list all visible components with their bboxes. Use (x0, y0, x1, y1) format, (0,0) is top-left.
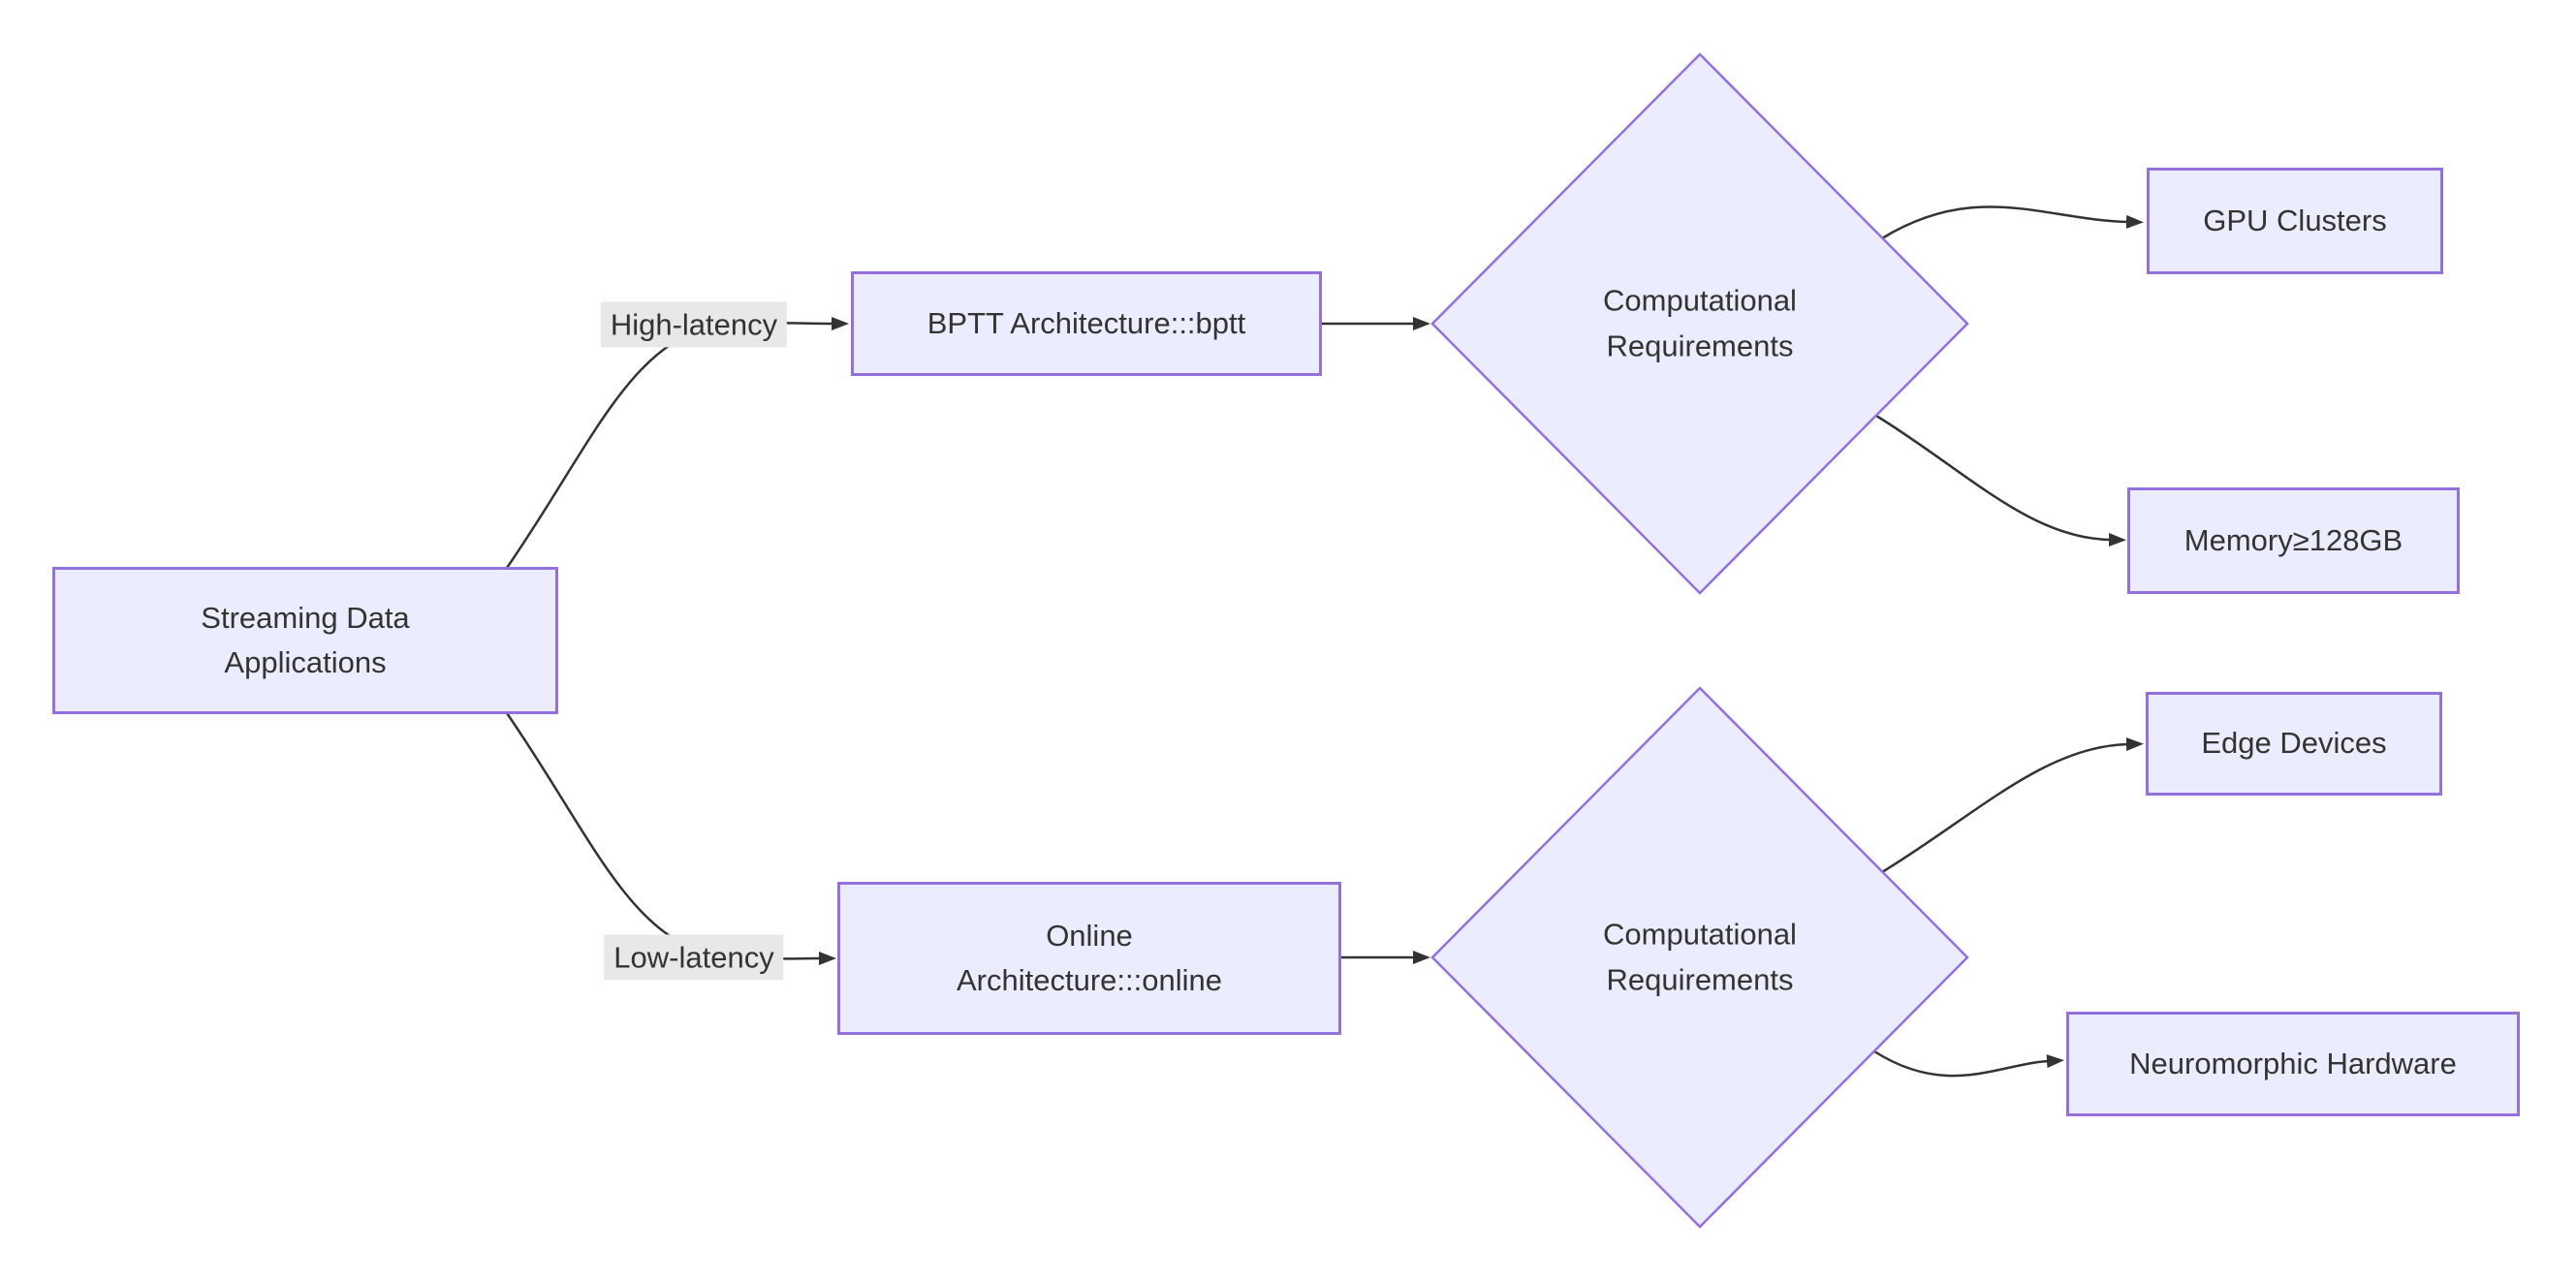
edge-root-to-bptt (505, 316, 849, 569)
edge-label-high-latency: High-latency (600, 301, 788, 348)
edge-comp-top-to-memory (1875, 414, 2126, 547)
node-label-computational-requirements-bottom: Computational Requirements (1603, 913, 1797, 1003)
node-streaming-data-applications: Streaming Data Applications (52, 567, 558, 714)
edge-comp-bottom-to-neuromorphic (1873, 1049, 2064, 1078)
node-bptt-architecture: BPTT Architecture:::bptt (851, 271, 1322, 376)
node-label-line: Requirements (1606, 962, 1794, 996)
node-label-line: Neuromorphic Hardware (2129, 1046, 2457, 1080)
node-gpu-clusters: GPU Clusters (2147, 168, 2443, 274)
node-label-line: BPTT Architecture:::bptt (927, 305, 1246, 340)
node-label-computational-requirements-top: Computational Requirements (1603, 279, 1797, 369)
node-label-line: Applications (224, 645, 387, 679)
node-label-line: Memory≥128GB (2183, 522, 2403, 557)
node-neuromorphic-hardware: Neuromorphic Hardware (2066, 1012, 2520, 1116)
node-label-line: Computational (1603, 917, 1797, 952)
node-label-line: Edge Devices (2201, 726, 2387, 761)
node-memory-128gb: Memory≥128GB (2127, 487, 2460, 594)
edge-root-to-online (505, 712, 836, 966)
node-online-architecture: Online Architecture:::online (837, 882, 1341, 1035)
node-label-line: Computational (1603, 283, 1797, 318)
node-label-line: Requirements (1606, 329, 1794, 362)
edge-label-low-latency: Low-latency (604, 934, 784, 981)
edge-comp-bottom-to-edge-devices (1881, 737, 2144, 874)
node-label-line: Online (1046, 918, 1133, 953)
node-label-line: Streaming Data (201, 600, 410, 635)
node-label-line: Architecture:::online (957, 963, 1222, 997)
edge-comp-top-to-gpu (1881, 205, 2144, 240)
diamond-computational-requirements-bottom (1430, 686, 1969, 1229)
node-edge-devices: Edge Devices (2146, 692, 2442, 796)
node-label-line: GPU Clusters (2203, 203, 2387, 237)
diamond-computational-requirements-top (1430, 52, 1969, 595)
